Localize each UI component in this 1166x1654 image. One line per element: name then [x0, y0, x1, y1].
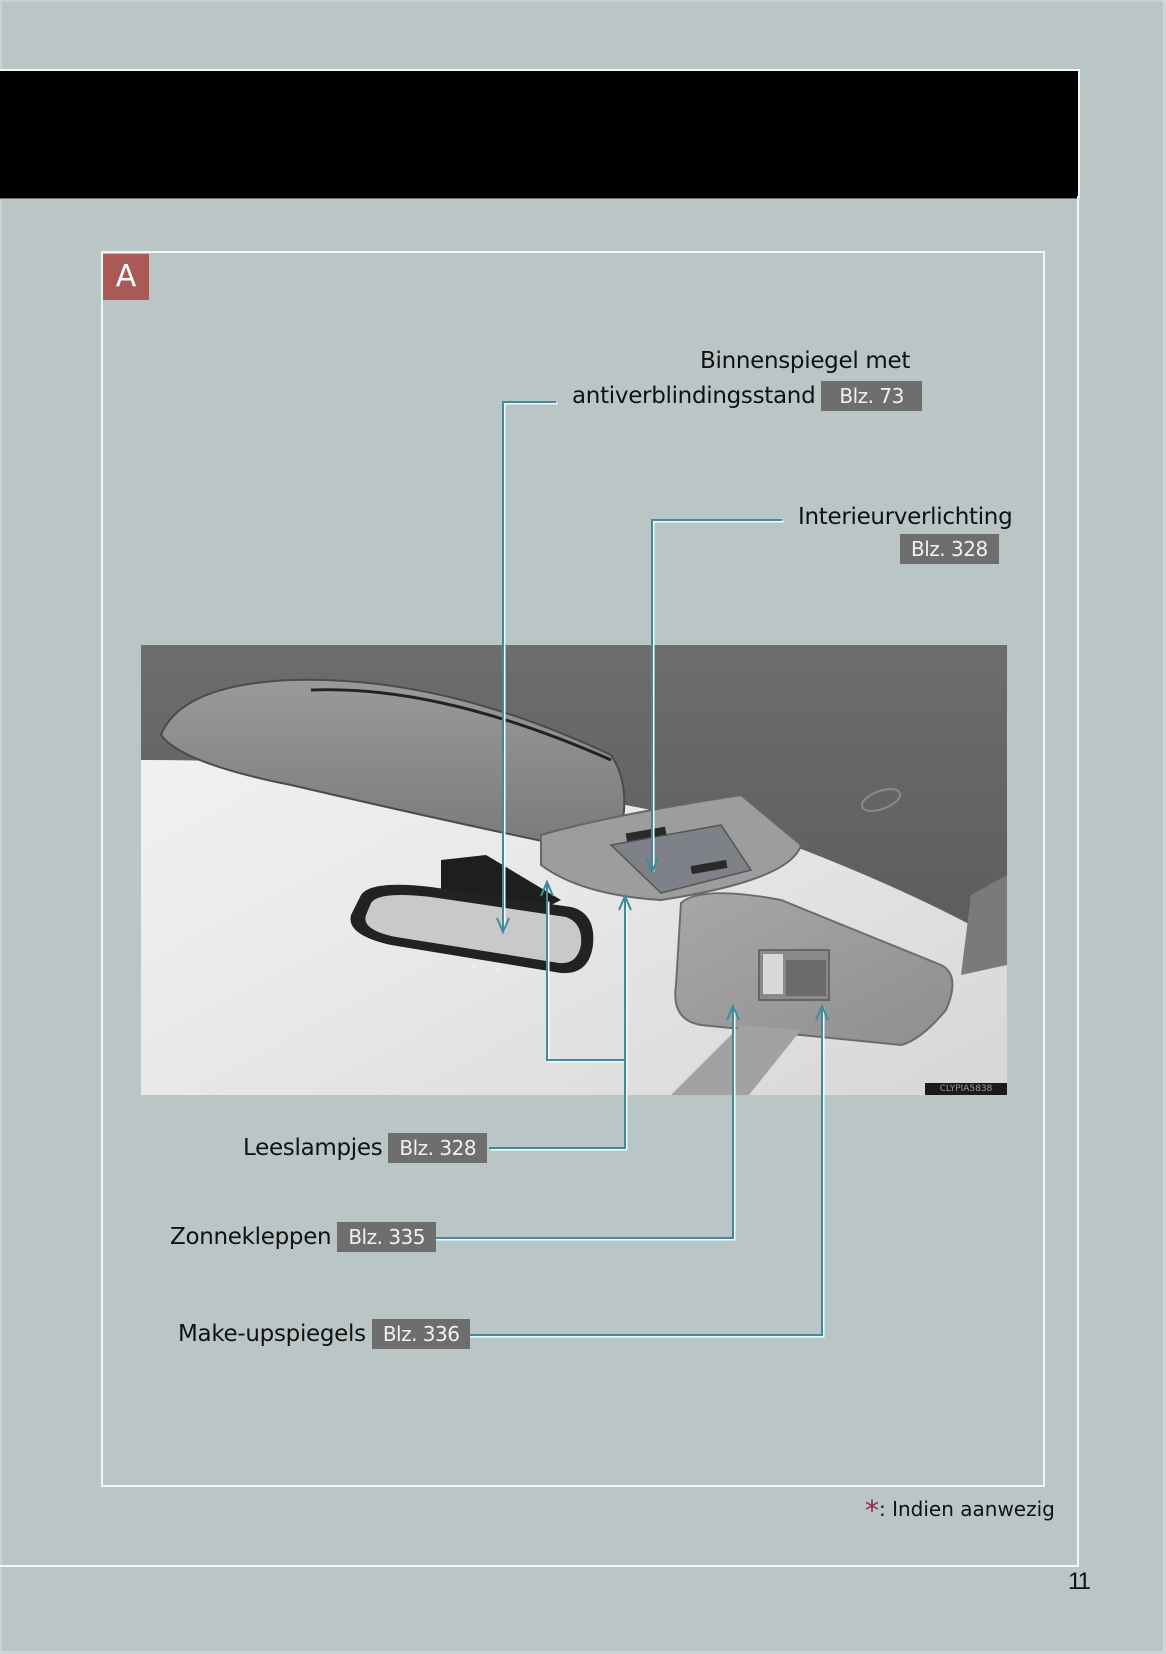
- callout-sun-visors: Zonnekleppen Blz. 335: [170, 1222, 436, 1252]
- callout-interior-light-ref-row: Blz. 328: [900, 534, 999, 564]
- illustration-code: CLYPIA5838: [925, 1083, 1007, 1095]
- page-number: 11: [1068, 1568, 1091, 1595]
- callout-reading-lights: Leeslampjes Blz. 328: [243, 1133, 488, 1163]
- asterisk-icon: *: [865, 1494, 879, 1527]
- page-ref-inside-mirror[interactable]: Blz. 73: [821, 381, 922, 411]
- callout-interior-light: Interieurverlichting: [798, 504, 1013, 530]
- page-edge-top: [0, 0, 1166, 2]
- page-edge-left: [0, 0, 2, 1654]
- outer-frame-right: [1077, 196, 1079, 1566]
- footnote-text: : Indien aanwezig: [879, 1497, 1055, 1521]
- callout-interior-light-label: Interieurverlichting: [798, 504, 1013, 530]
- header-bar: [0, 69, 1080, 199]
- footnote: *: Indien aanwezig: [865, 1494, 1055, 1527]
- page-edge-bottom: [0, 1651, 1166, 1654]
- section-badge: A: [103, 254, 149, 300]
- callout-reading-lights-label: Leeslampjes: [243, 1135, 383, 1161]
- interior-illustration-graphic: [141, 645, 1007, 1095]
- page-ref-interior-light[interactable]: Blz. 328: [900, 534, 999, 564]
- callout-vanity-mirrors: Make-upspiegels Blz. 336: [178, 1319, 471, 1349]
- callout-inside-mirror-label-line1: Binnenspiegel met: [700, 348, 911, 374]
- callout-vanity-mirrors-label: Make-upspiegels: [178, 1321, 366, 1347]
- page-ref-sun-visors[interactable]: Blz. 335: [337, 1222, 436, 1252]
- page-edge-right: [1163, 0, 1166, 1654]
- interior-illustration: [141, 645, 1007, 1095]
- outer-frame-bottom: [0, 1565, 1079, 1567]
- callout-sun-visors-label: Zonnekleppen: [170, 1224, 332, 1250]
- section-box: [101, 251, 1045, 1487]
- callout-inside-mirror-label-line2: antiverblindingsstand: [572, 383, 816, 409]
- page-ref-reading-lights[interactable]: Blz. 328: [388, 1133, 488, 1163]
- callout-inside-mirror-row2: antiverblindingsstand Blz. 73: [572, 381, 922, 411]
- page-ref-vanity-mirrors[interactable]: Blz. 336: [371, 1319, 471, 1349]
- callout-inside-mirror: Binnenspiegel met: [700, 348, 910, 374]
